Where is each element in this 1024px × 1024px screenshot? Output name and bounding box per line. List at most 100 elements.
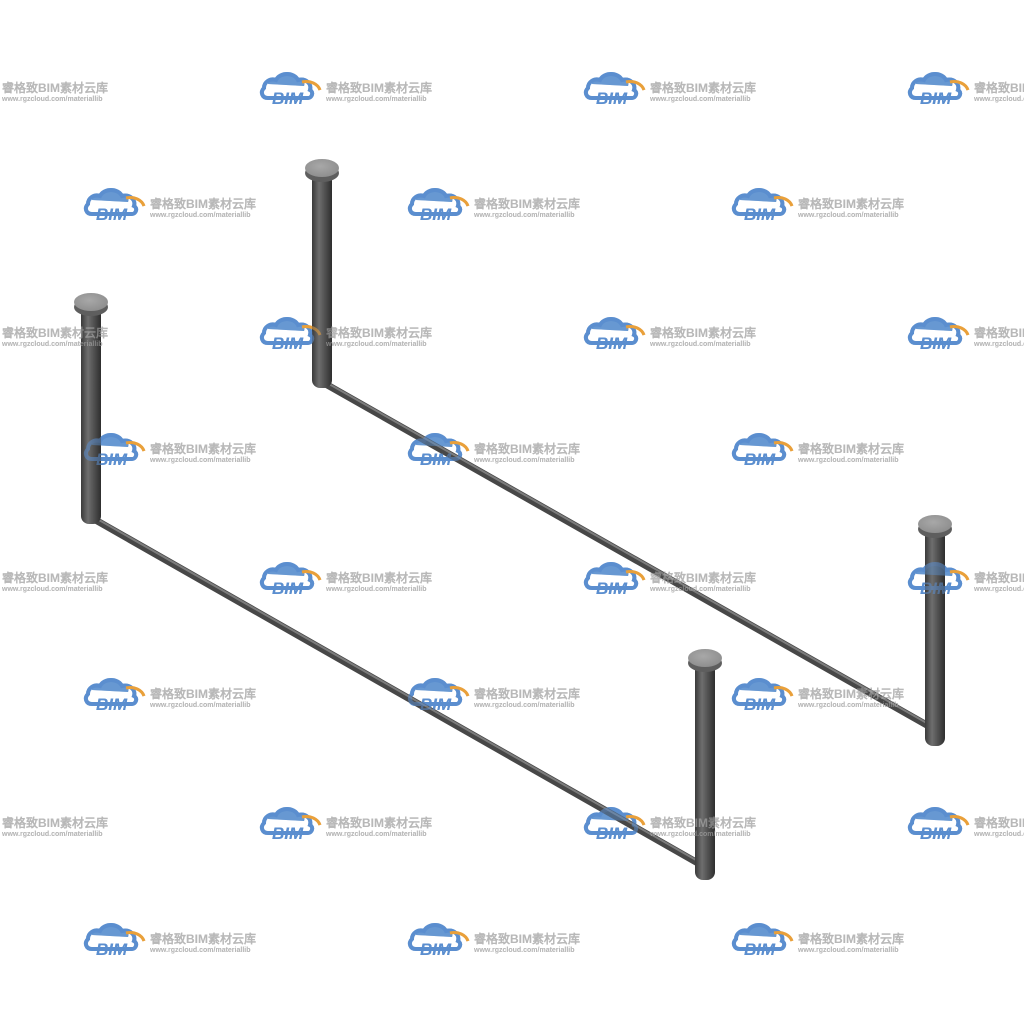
watermark-title: 睿格致BIM素材云库: [150, 931, 256, 946]
watermark-logo: BIM睿格致BIM素材云库www.rgzcloud.com/materialli…: [259, 72, 432, 108]
watermark-title: 睿格致BIM素材云库: [974, 325, 1024, 340]
watermark-url: www.rgzcloud.com/materiallib: [473, 947, 574, 954]
watermark-logo: BIM睿格致BIM素材云库www.rgzcloud.com/materialli…: [407, 433, 580, 469]
watermark-logo: BIM睿格致BIM素材云库www.rgzcloud.com/materialli…: [1, 80, 108, 103]
back-rod-highlight: [321, 379, 933, 727]
watermark-url: www.rgzcloud.com/materiallib: [649, 586, 750, 593]
cloud-logo-icon: [907, 562, 970, 590]
watermark-url: www.rgzcloud.com/materiallib: [325, 831, 426, 838]
watermark-url: www.rgzcloud.com/materiallib: [973, 586, 1024, 593]
watermark-title: 睿格致BIM素材云库: [798, 441, 904, 456]
watermark-title: 睿格致BIM素材云库: [2, 815, 108, 830]
watermark-url: www.rgzcloud.com/materiallib: [973, 341, 1024, 348]
watermark-logo: BIM睿格致BIM素材云库www.rgzcloud.com/materialli…: [731, 923, 904, 959]
watermark-brand: BIM: [596, 824, 628, 843]
watermark-url: www.rgzcloud.com/materiallib: [1, 831, 102, 838]
watermark-url: www.rgzcloud.com/materiallib: [1, 831, 102, 838]
watermark-brand: BIM: [96, 695, 128, 714]
watermark-logo: BIM睿格致BIM素材云库www.rgzcloud.com/materialli…: [583, 807, 756, 843]
watermark-url: www.rgzcloud.com/materiallib: [473, 457, 574, 464]
watermark-url: www.rgzcloud.com/materiallib: [473, 212, 574, 219]
watermark-url: www.rgzcloud.com/materiallib: [1, 341, 102, 348]
watermark-logo: BIM睿格致BIM素材云库www.rgzcloud.com/materialli…: [259, 317, 432, 353]
watermark-logo: BIM睿格致BIM素材云库www.rgzcloud.com/materialli…: [1, 325, 108, 348]
watermark-title: 睿格致BIM素材云库: [150, 441, 256, 456]
cloud-logo-icon: [907, 317, 970, 345]
watermark-logo: BIM睿格致BIM素材云库www.rgzcloud.com/materialli…: [907, 72, 1024, 108]
watermark-url: www.rgzcloud.com/materiallib: [973, 96, 1024, 103]
watermark-title: 睿格致BIM素材云库: [326, 325, 432, 340]
watermark-url: www.rgzcloud.com/materiallib: [1, 96, 102, 103]
watermark-url: www.rgzcloud.com/materiallib: [325, 96, 426, 103]
post-back-right-cap: [918, 515, 952, 533]
watermark-url: www.rgzcloud.com/materiallib: [149, 457, 250, 464]
watermark-title: 睿格致BIM素材云库: [326, 570, 432, 585]
watermark-url: www.rgzcloud.com/materiallib: [473, 212, 574, 219]
watermark-logo: BIM睿格致BIM素材云库www.rgzcloud.com/materialli…: [907, 807, 1024, 843]
watermark-title: 睿格致BIM素材云库: [798, 441, 904, 456]
watermark-url: www.rgzcloud.com/materiallib: [1, 586, 102, 593]
watermark-logo: BIM睿格致BIM素材云库www.rgzcloud.com/materialli…: [583, 562, 756, 598]
watermark-url: www.rgzcloud.com/materiallib: [797, 457, 898, 464]
watermark-url: www.rgzcloud.com/materiallib: [325, 96, 426, 103]
watermark-brand: BIM: [420, 940, 452, 959]
cloud-logo-icon: [407, 188, 470, 216]
watermark-logo: BIM睿格致BIM素材云库www.rgzcloud.com/materialli…: [731, 433, 904, 469]
watermark-title: 睿格致BIM素材云库: [2, 815, 108, 830]
watermark-title: 睿格致BIM素材云库: [474, 196, 580, 211]
watermark-brand: BIM: [420, 205, 452, 224]
watermark-url: www.rgzcloud.com/materiallib: [149, 457, 250, 464]
watermark-logo: BIM睿格致BIM素材云库www.rgzcloud.com/materialli…: [583, 317, 756, 353]
watermark-brand: BIM: [420, 695, 452, 714]
watermark-title: 睿格致BIM素材云库: [2, 80, 108, 95]
watermark-url: www.rgzcloud.com/materiallib: [797, 457, 898, 464]
cloud-logo-icon: [83, 433, 146, 461]
cloud-logo-icon: [407, 678, 470, 706]
watermark-title: 睿格致BIM素材云库: [650, 325, 756, 340]
watermark-brand: BIM: [596, 334, 628, 353]
watermark-url: www.rgzcloud.com/materiallib: [797, 702, 898, 709]
watermark-brand: BIM: [272, 579, 304, 598]
watermark-url: www.rgzcloud.com/materiallib: [149, 212, 250, 219]
cloud-logo-icon: [731, 433, 794, 461]
watermark-brand: BIM: [744, 940, 776, 959]
watermark-title: 睿格致BIM素材云库: [474, 931, 580, 946]
cloud-logo-icon: [83, 188, 146, 216]
watermark-title: 睿格致BIM素材云库: [2, 570, 108, 585]
watermark-url: www.rgzcloud.com/materiallib: [649, 586, 750, 593]
watermark-title: 睿格致BIM素材云库: [974, 325, 1024, 340]
watermark-title: 睿格致BIM素材云库: [798, 196, 904, 211]
watermark-brand: BIM: [272, 824, 304, 843]
watermark-title: 睿格致BIM素材云库: [150, 196, 256, 211]
cloud-logo-icon: [583, 317, 646, 345]
watermark-logo: BIM睿格致BIM素材云库www.rgzcloud.com/materialli…: [583, 72, 756, 108]
post-back-left: [305, 159, 339, 388]
watermark-title: 睿格致BIM素材云库: [150, 686, 256, 701]
watermark-brand: BIM: [596, 89, 628, 108]
watermark-url: www.rgzcloud.com/materiallib: [325, 341, 426, 348]
back-rod: [318, 378, 936, 732]
watermark-logo: BIM睿格致BIM素材云库www.rgzcloud.com/materialli…: [1, 570, 108, 593]
cloud-logo-icon: [259, 72, 322, 100]
watermark-title: 睿格致BIM素材云库: [974, 80, 1024, 95]
watermark-logo: BIM睿格致BIM素材云库www.rgzcloud.com/materialli…: [259, 807, 432, 843]
watermark-logo: BIM睿格致BIM素材云库www.rgzcloud.com/materialli…: [83, 433, 256, 469]
watermark-logo: BIM 睿格致BIM素材云库www.rgzcloud.com/materialli…: [407, 188, 580, 224]
watermark-title: 睿格致BIM素材云库: [2, 570, 108, 585]
watermark-title: 睿格致BIM素材云库: [974, 815, 1024, 830]
watermark-title: 睿格致BIM素材云库: [650, 80, 756, 95]
watermark-title: 睿格致BIM素材云库: [2, 80, 108, 95]
watermark-title: 睿格致BIM素材云库: [150, 686, 256, 701]
watermark-title: 睿格致BIM素材云库: [150, 441, 256, 456]
watermark-url: www.rgzcloud.com/materiallib: [149, 947, 250, 954]
cloud-logo-icon: [731, 678, 794, 706]
watermark-title: 睿格致BIM素材云库: [474, 931, 580, 946]
front-rod-highlight: [91, 515, 704, 865]
cloud-logo-icon: [731, 188, 794, 216]
watermark-title: 睿格致BIM素材云库: [798, 931, 904, 946]
watermark-logo: BIM睿格致BIM素材云库www.rgzcloud.com/materialli…: [407, 678, 580, 714]
watermark-url: www.rgzcloud.com/materiallib: [797, 702, 898, 709]
steel-frame-model: [74, 159, 952, 880]
watermark-logo: BIM睿格致BIM素材云库www.rgzcloud.com/materialli…: [259, 562, 432, 598]
